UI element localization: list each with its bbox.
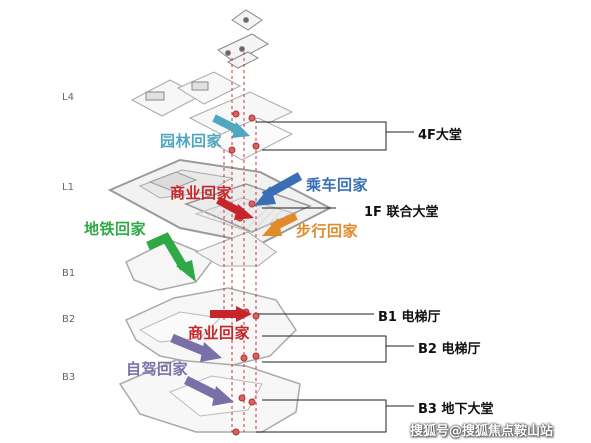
callout-4f-lobby: 4F大堂: [418, 128, 462, 143]
arrow-drive-upper: [170, 333, 222, 362]
arrow-garden: [212, 114, 250, 138]
route-label-metro: 地铁回家: [84, 220, 147, 238]
route-label-commercial-b2: 商业回家: [188, 324, 251, 342]
watermark: 搜狐号@搜狐焦点鞍山站: [410, 424, 554, 439]
route-label-commercial-l1: 商业回家: [170, 184, 233, 202]
core-lines: [223, 52, 257, 432]
callout-brackets: [256, 121, 414, 433]
floor-plate-b1: [125, 231, 277, 291]
level-label-l1: L1: [62, 182, 74, 193]
callout-b1-elevator: B1 电梯厅: [378, 310, 441, 325]
callout-b3-lobby: B3 地下大堂: [418, 402, 494, 417]
level-label-b3: B3: [62, 372, 76, 383]
route-label-ride: 乘车回家: [306, 176, 369, 194]
arrow-metro: [146, 232, 196, 282]
route-label-walk: 步行回家: [296, 222, 359, 240]
arrow-commercial-b2: [210, 306, 252, 322]
arrow-ride: [254, 172, 303, 206]
roof-modules: [217, 9, 270, 69]
floor-plate-b2: [124, 287, 297, 369]
arrow-walk: [262, 212, 298, 236]
route-label-garden: 园林回家: [160, 132, 223, 150]
level-label-b1: B1: [62, 268, 76, 279]
callout-1f-lobby: 1F 联合大堂: [364, 205, 439, 220]
level-label-l4: L4: [62, 92, 74, 103]
level-label-b2: B2: [62, 314, 76, 325]
callout-b2-elevator: B2 电梯厅: [418, 342, 481, 357]
route-label-drive: 自驾回家: [126, 360, 189, 378]
arrow-drive-lower: [183, 375, 234, 406]
arrow-commercial-l1: [216, 196, 254, 220]
